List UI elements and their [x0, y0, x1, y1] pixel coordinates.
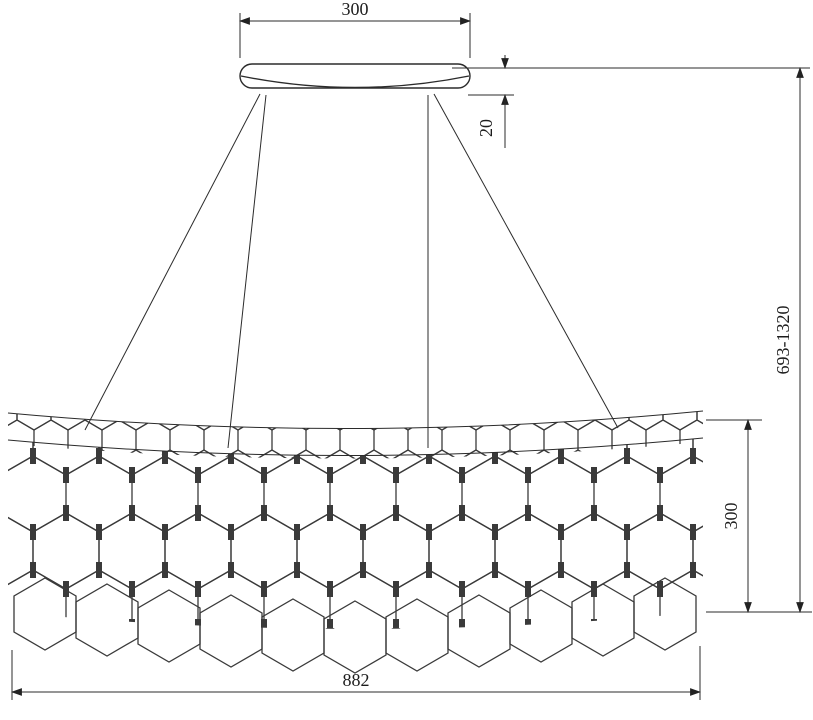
dimension-label-body-height: 300	[721, 503, 741, 530]
dimension-canopy-thickness: 20	[452, 55, 810, 148]
suspension-wires	[84, 93, 619, 449]
suspension-wire	[84, 93, 261, 431]
rim-top-curve	[7, 410, 704, 430]
suspension-wire	[227, 94, 267, 449]
dimension-label-overall-height: 693-1320	[773, 306, 793, 375]
chandelier-body	[7, 410, 704, 674]
body-hex-mesh	[8, 438, 703, 629]
dimension-label-canopy-width: 300	[342, 0, 369, 19]
dimension-body-height: 300	[706, 418, 762, 614]
canopy-plate	[239, 63, 471, 89]
dimension-label-canopy-thickness: 20	[476, 119, 496, 137]
dimension-canopy-width: 300	[238, 0, 472, 58]
dimension-label-body-width: 882	[343, 670, 370, 690]
dimension-overall-height: 693-1320	[706, 66, 812, 614]
canopy-front-edge	[240, 75, 470, 89]
dimension-body-width: 882	[10, 646, 702, 700]
bottom-scallop-hexes	[13, 577, 697, 674]
suspension-wire	[433, 93, 619, 429]
ceiling-canopy	[239, 63, 471, 89]
rim-bottom-curve	[7, 437, 704, 457]
